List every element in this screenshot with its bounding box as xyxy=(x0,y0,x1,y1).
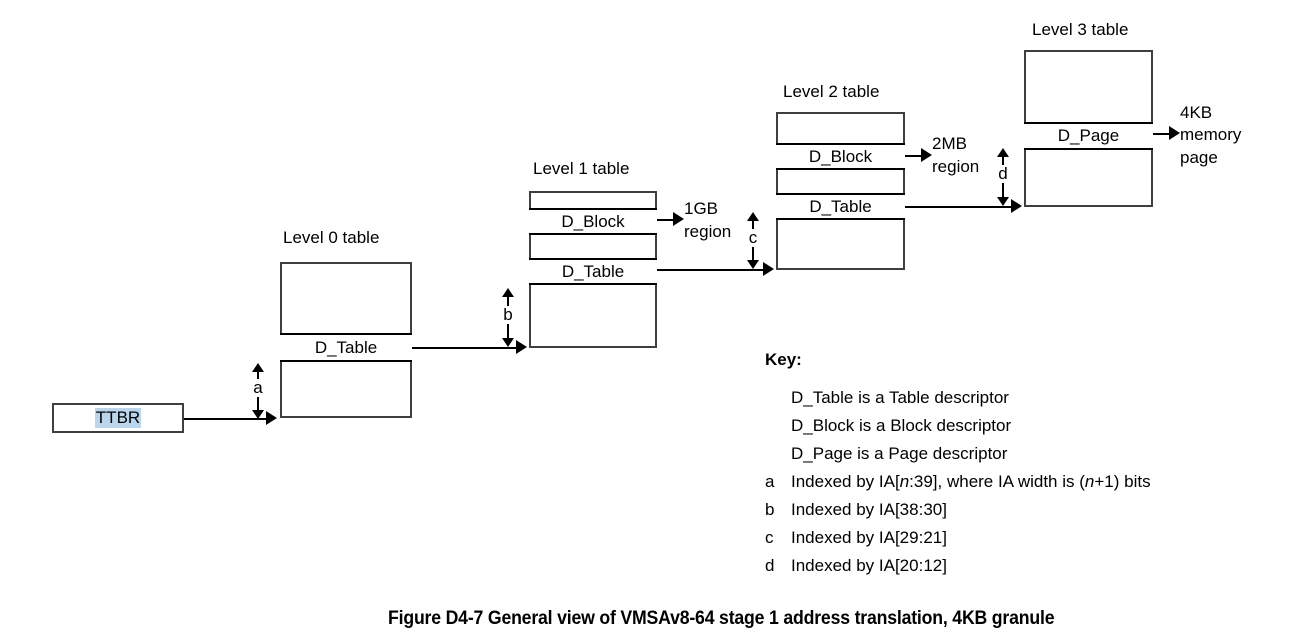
region-1gb-line1: 1GB xyxy=(684,199,719,218)
connector-level2-to-level3 xyxy=(905,206,1015,208)
level2-row-d-table-label: D_Table xyxy=(809,196,872,216)
key-heading: Key: xyxy=(765,350,802,369)
key-entry-text: Indexed by IA[38:30] xyxy=(791,500,947,519)
key-entry-text: Indexed by IA[n:39], where IA width is (… xyxy=(791,472,1151,491)
measure-a-arrow-down xyxy=(252,410,264,419)
measure-c-label: c xyxy=(747,228,759,247)
arrowhead-level2-block-to-2mb xyxy=(921,148,932,162)
level2-table-title: Level 2 table xyxy=(783,82,880,101)
page-4kb-line3: page xyxy=(1180,148,1218,167)
measure-d-label: d xyxy=(997,164,1009,183)
key-entry-text: D_Table is a Table descriptor xyxy=(791,388,1009,407)
level1-row-d-block: D_Block xyxy=(529,208,657,235)
arrowhead-level2-to-level3 xyxy=(1011,199,1022,213)
key-entry: a Indexed by IA[n:39], where IA width is… xyxy=(765,468,1151,496)
key-entry-mark: c xyxy=(765,528,774,547)
level1-row-d-block-label: D_Block xyxy=(561,211,625,231)
level3-table-box: D_Page xyxy=(1024,50,1153,207)
measure-c-arrow-down xyxy=(747,260,759,269)
level1-row-d-table-label: D_Table xyxy=(561,261,625,281)
measure-c-arrow-up xyxy=(747,212,759,221)
region-2mb-line1: 2MB xyxy=(932,134,967,153)
key-entry-mark xyxy=(765,384,791,412)
figure-caption: Figure D4-7 General view of VMSAv8-64 st… xyxy=(388,608,1055,629)
connector-level1-block-to-1gb xyxy=(657,219,677,221)
key-entry-mark: a xyxy=(765,472,775,491)
key-entry-text: D_Block is a Block descriptor xyxy=(791,416,1012,435)
measure-c: c xyxy=(739,212,767,269)
region-2mb-line2: region xyxy=(932,157,980,176)
key-entry: D_Page is a Page descriptor xyxy=(765,440,1151,468)
level3-table-title: Level 3 table xyxy=(1032,20,1129,39)
connector-ttbr-to-level0 xyxy=(184,418,268,420)
measure-a: a xyxy=(244,363,272,419)
key-entry: D_Block is a Block descriptor xyxy=(765,412,1151,440)
key-entry-text: Indexed by IA[20:12] xyxy=(791,556,947,575)
key-entry-mark: b xyxy=(765,500,775,519)
connector-level3-page-to-4kb xyxy=(1153,133,1173,135)
key-entry-mark xyxy=(765,440,791,468)
level1-table-box: D_Block D_Table xyxy=(529,191,657,348)
key-entry-mark xyxy=(765,412,791,440)
key-entry-mark: d xyxy=(765,556,775,575)
level2-row-d-table: D_Table xyxy=(776,193,905,220)
key-entry: d Indexed by IA[20:12] xyxy=(765,552,1151,580)
measure-a-label: a xyxy=(252,378,264,397)
measure-b-arrow-up xyxy=(502,288,514,297)
measure-b-arrow-down xyxy=(502,338,514,347)
region-1gb-line2: region xyxy=(684,222,732,241)
arrowhead-ttbr-to-level0 xyxy=(266,411,277,425)
measure-d-arrow-up xyxy=(997,148,1009,157)
level0-row-d-table: D_Table xyxy=(280,333,412,362)
key-entry: b Indexed by IA[38:30] xyxy=(765,496,1151,524)
level2-table-box: D_Block D_Table xyxy=(776,112,905,270)
level0-table-box: D_Table xyxy=(280,262,412,418)
arrowhead-level1-to-level2 xyxy=(763,262,774,276)
ttbr-register-box: TTBR xyxy=(52,403,184,433)
measure-b-label: b xyxy=(502,305,514,324)
level0-table-title: Level 0 table xyxy=(283,228,380,247)
level1-row-d-table: D_Table xyxy=(529,258,657,285)
arrowhead-level1-block-to-1gb xyxy=(673,212,684,226)
key-entry-text: D_Page is a Page descriptor xyxy=(791,444,1008,463)
level1-table-title: Level 1 table xyxy=(533,159,630,178)
level3-row-d-page-label: D_Page xyxy=(1057,126,1120,145)
key-entry: D_Table is a Table descriptor xyxy=(765,384,1151,412)
level2-row-d-block-label: D_Block xyxy=(808,146,873,166)
page-4kb-line2: memory xyxy=(1180,125,1242,144)
ttbr-label: TTBR xyxy=(94,408,142,428)
key-list: D_Table is a Table descriptor D_Block is… xyxy=(765,384,1151,580)
level2-row-d-block: D_Block xyxy=(776,143,905,170)
key-entry: c Indexed by IA[29:21] xyxy=(765,524,1151,552)
measure-b: b xyxy=(494,288,522,347)
level3-row-d-page: D_Page xyxy=(1024,122,1153,150)
page-4kb-line1: 4KB xyxy=(1180,103,1213,122)
arrowhead-level3-page-to-4kb xyxy=(1169,126,1180,140)
measure-d: d xyxy=(989,148,1017,206)
key-entry-text: Indexed by IA[29:21] xyxy=(791,528,947,547)
connector-level1-to-level2 xyxy=(657,269,767,271)
arrowhead-level0-to-level1 xyxy=(516,340,527,354)
measure-d-arrow-down xyxy=(997,197,1009,206)
measure-a-arrow-up xyxy=(252,363,264,372)
connector-level2-block-to-2mb xyxy=(905,155,925,157)
level0-row-d-table-label: D_Table xyxy=(314,337,378,357)
connector-level0-to-level1 xyxy=(412,347,520,349)
